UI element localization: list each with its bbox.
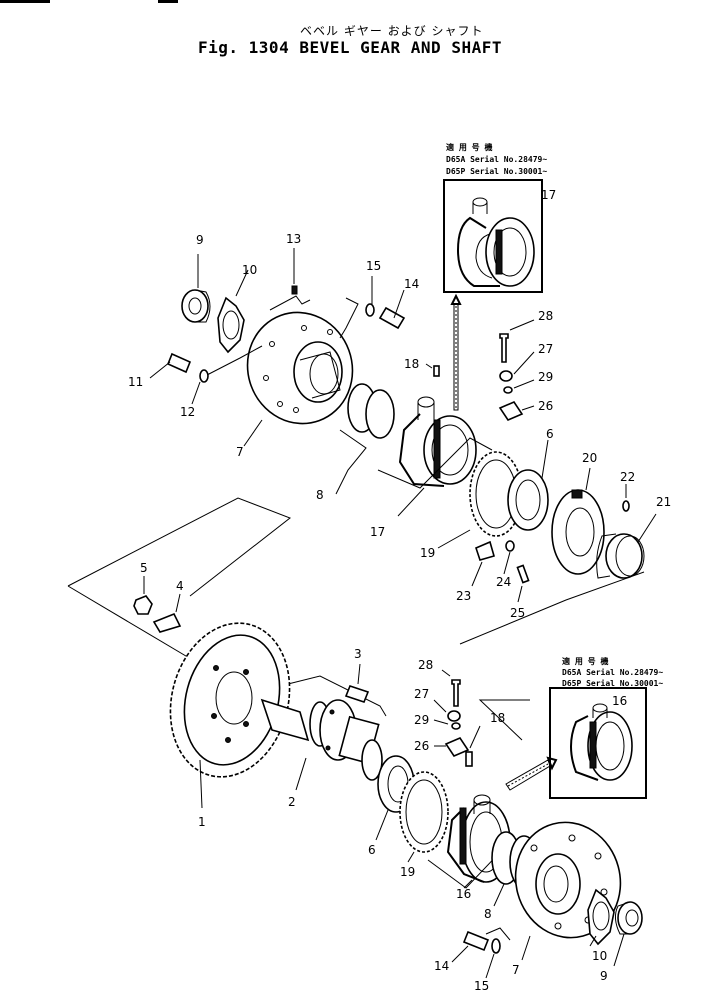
callout-10-upper: 10 <box>242 263 257 277</box>
part-4 <box>152 593 182 633</box>
callout-18-upper: 18 <box>404 357 419 371</box>
callout-29-upper: 29 <box>538 370 553 384</box>
part-18-lower <box>465 725 481 767</box>
parts-23-24-25 <box>471 540 530 603</box>
callout-16-lower: 16 <box>456 887 471 901</box>
callout-17-upper: 17 <box>370 525 385 539</box>
callout-11: 11 <box>128 375 143 389</box>
bottom-inset-line3: D65P Serial No.30001~ <box>562 678 663 688</box>
top-inset-line2: D65A Serial No.28479~ <box>446 154 547 164</box>
callout-10-lower: 10 <box>592 949 607 963</box>
callout-16-inset: 16 <box>612 694 627 708</box>
callout-14-lower: 14 <box>434 959 449 973</box>
callout-6-lower: 6 <box>368 843 376 857</box>
part-7-lower <box>514 821 622 961</box>
callout-5: 5 <box>140 561 148 575</box>
callout-26-upper: 26 <box>538 399 553 413</box>
callout-19-lower: 19 <box>400 865 415 879</box>
bottom-inset-frame <box>549 687 647 799</box>
part-18-upper <box>425 363 440 377</box>
callout-6-upper: 6 <box>546 427 554 441</box>
part-10-lower <box>587 888 615 947</box>
top-inset-frame <box>443 179 543 293</box>
part-11-12 <box>149 352 209 405</box>
part-17-upper <box>377 396 493 517</box>
callout-7-upper: 7 <box>236 445 244 459</box>
title-block: ベベル ギヤー および シャフト Fig. 1304 BEVEL GEAR AN… <box>0 0 725 64</box>
callout-28-lower: 28 <box>418 658 433 672</box>
top-edge-mark-left <box>0 0 50 3</box>
part-10-upper <box>217 269 249 354</box>
bottom-inset-line1: 適 用 号 機 <box>562 656 608 666</box>
callout-20: 20 <box>582 451 597 465</box>
bottom-inset-line2: D65A Serial No.28479~ <box>562 667 663 677</box>
part-9-lower <box>613 901 643 967</box>
callout-27-upper: 27 <box>538 342 553 356</box>
part-19-lower <box>399 771 449 863</box>
inset-bottom-leader <box>505 756 558 791</box>
callout-18-lower: 18 <box>490 711 505 725</box>
part-14-15-lower <box>451 927 511 979</box>
top-inset: 適 用 号 機 D65A Serial No.28479~ D65P Seria… <box>443 142 547 293</box>
part-22 <box>622 484 630 512</box>
callout-15-upper: 15 <box>366 259 381 273</box>
part-5 <box>133 576 153 615</box>
inset-top-leader <box>450 293 462 411</box>
part-21 <box>596 513 657 579</box>
fasteners-upper-right <box>498 319 535 421</box>
part-7-upper <box>206 295 354 447</box>
top-inset-sleeve-17 <box>456 197 535 287</box>
part-8-upper <box>335 383 395 495</box>
japanese-title: ベベル ギヤー および シャフト <box>300 24 484 38</box>
callout-25: 25 <box>510 606 525 620</box>
callout-15-lower: 15 <box>474 979 489 993</box>
callout-21: 21 <box>656 495 671 509</box>
part-2-shaft <box>260 698 383 791</box>
callout-8-upper: 8 <box>316 488 324 502</box>
bottom-inset: 適 用 号 機 D65A Serial No.28479~ D65P Seria… <box>549 656 663 799</box>
callout-24: 24 <box>496 575 511 589</box>
part-20 <box>551 467 605 575</box>
callout-27-lower: 27 <box>414 687 429 701</box>
callout-9-upper: 9 <box>196 233 204 247</box>
callout-14-upper: 14 <box>404 277 419 291</box>
callout-12: 12 <box>180 405 195 419</box>
part-15-14-upper <box>339 276 406 339</box>
part-9-upper <box>181 254 211 323</box>
part-1-bevel-gear <box>169 622 291 809</box>
callout-28-upper: 28 <box>538 309 553 323</box>
callout-23: 23 <box>456 589 471 603</box>
top-edge-mark-right <box>158 0 178 3</box>
callout-4: 4 <box>176 579 184 593</box>
callout-2: 2 <box>288 795 296 809</box>
callout-29-lower: 29 <box>414 713 429 727</box>
callout-3: 3 <box>354 647 362 661</box>
callout-8-lower: 8 <box>484 907 492 921</box>
top-inset-line1: 適 用 号 機 <box>446 142 492 152</box>
callout-13: 13 <box>286 232 301 246</box>
part-3 <box>344 663 370 703</box>
callout-labels: 17 9 10 13 15 14 11 12 7 8 17 18 28 27 2… <box>128 188 671 993</box>
callout-26-lower: 26 <box>414 739 429 753</box>
bottom-inset-sleeve-16 <box>570 703 633 781</box>
callout-9-lower: 9 <box>600 969 608 983</box>
callout-1: 1 <box>198 815 206 829</box>
callout-22: 22 <box>620 470 635 484</box>
figure-title: Fig. 1304 BEVEL GEAR AND SHAFT <box>198 38 502 57</box>
top-inset-line3: D65P Serial No.30001~ <box>446 166 547 176</box>
callout-19-upper: 19 <box>420 546 435 560</box>
part-13 <box>291 248 298 295</box>
callout-17-inset: 17 <box>541 188 556 202</box>
callout-7-lower: 7 <box>512 963 520 977</box>
fasteners-lower <box>433 669 470 757</box>
part-6-upper <box>507 439 549 531</box>
